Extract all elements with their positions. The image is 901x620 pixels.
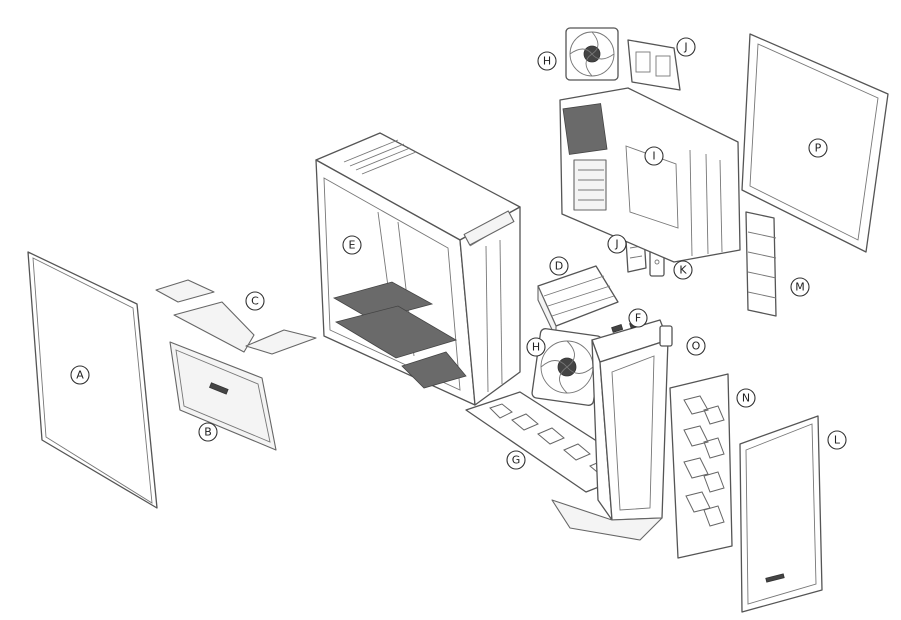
callout-h1: H — [537, 51, 557, 71]
callout-m: M — [790, 277, 810, 297]
svg-text:N: N — [742, 392, 750, 405]
callout-c: C — [245, 291, 265, 311]
front-filter-n — [669, 373, 733, 559]
psu-shroud-mesh — [332, 281, 434, 321]
drive-cage-d — [537, 265, 619, 339]
chassis-e — [315, 132, 521, 406]
callout-k: K — [673, 260, 693, 280]
callout-d: D — [549, 256, 569, 276]
svg-text:O: O — [692, 340, 701, 353]
svg-text:A: A — [76, 369, 84, 382]
svg-text:F: F — [635, 312, 641, 325]
svg-text:H: H — [532, 341, 540, 354]
callout-f: F — [628, 308, 648, 328]
callout-b: B — [198, 422, 218, 442]
callout-j1: J — [676, 37, 696, 57]
callout-a: A — [70, 365, 90, 385]
callout-h2: H — [526, 337, 546, 357]
callout-j2: J — [607, 234, 627, 254]
callout-p: P — [808, 138, 828, 158]
part-o — [659, 325, 673, 347]
callouts: A B C D E F G H H I J J K L M N O P — [70, 37, 847, 470]
svg-text:M: M — [795, 281, 805, 294]
fan-h-front — [531, 328, 603, 406]
svg-text:P: P — [815, 142, 822, 155]
svg-text:K: K — [679, 264, 687, 277]
callout-g: G — [506, 450, 526, 470]
svg-text:I: I — [652, 150, 655, 163]
top-vents — [343, 139, 417, 175]
callout-l: L — [827, 430, 847, 450]
front-frame-f — [551, 319, 669, 541]
callout-o: O — [686, 336, 706, 356]
motherboard-tray-i — [559, 87, 741, 263]
top-covers-c — [155, 279, 317, 355]
callout-e: E — [342, 235, 362, 255]
svg-text:G: G — [512, 454, 521, 467]
svg-text:L: L — [834, 434, 841, 447]
svg-text:J: J — [683, 41, 687, 54]
callout-i: I — [644, 146, 664, 166]
svg-text:H: H — [543, 55, 551, 68]
callout-n: N — [736, 388, 756, 408]
fan-h-top — [565, 27, 619, 81]
side-panel-a — [27, 251, 158, 509]
hdd-brackets-m — [745, 211, 777, 317]
svg-text:C: C — [251, 295, 259, 308]
lower-mesh — [334, 305, 457, 359]
bottom-mesh — [401, 351, 467, 389]
svg-text:B: B — [204, 426, 212, 439]
svg-text:D: D — [555, 260, 563, 273]
svg-text:J: J — [614, 238, 618, 251]
front-panel-l — [739, 415, 823, 613]
front-cover-b — [169, 341, 277, 451]
svg-text:E: E — [349, 239, 356, 252]
bracket-j-top — [627, 39, 681, 91]
